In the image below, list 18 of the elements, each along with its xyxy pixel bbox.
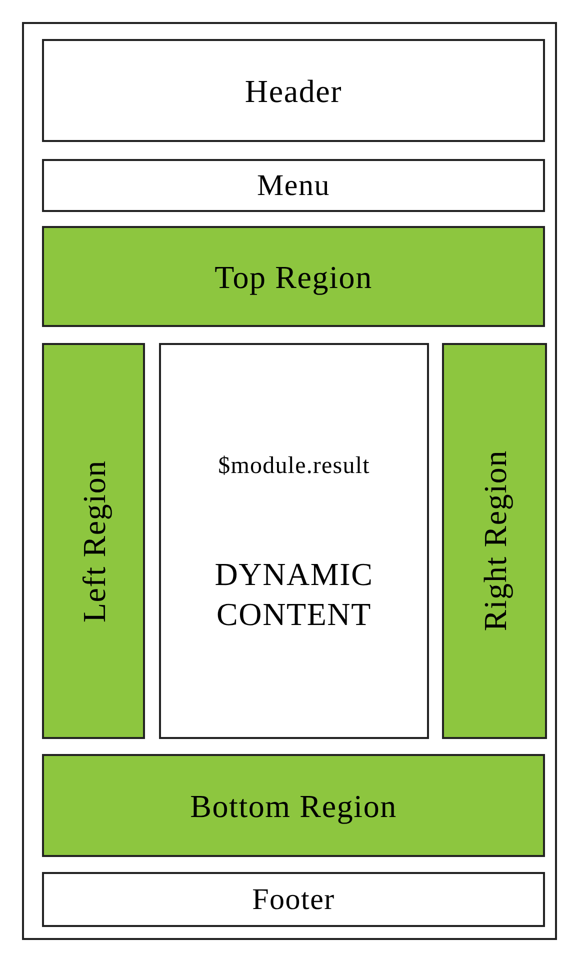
region-box [42,226,545,327]
region-label: DYNAMIC CONTENT [214,555,374,634]
region-box [42,159,545,212]
region-box [42,872,545,927]
region-box [42,39,545,142]
page-frame [22,22,557,940]
region-box [42,343,145,739]
region-label: Bottom Region [190,786,397,826]
region-label: Header [244,72,342,110]
region-box [442,343,547,739]
region-label: Left Region [74,460,113,622]
region-label: Menu [257,168,330,204]
region-label: Footer [252,882,335,918]
region-box [159,343,429,739]
region-label: Top Region [214,258,372,297]
variable-label: $module.result [218,452,370,481]
region-label: Right Region [476,450,514,632]
region-box [42,754,545,857]
